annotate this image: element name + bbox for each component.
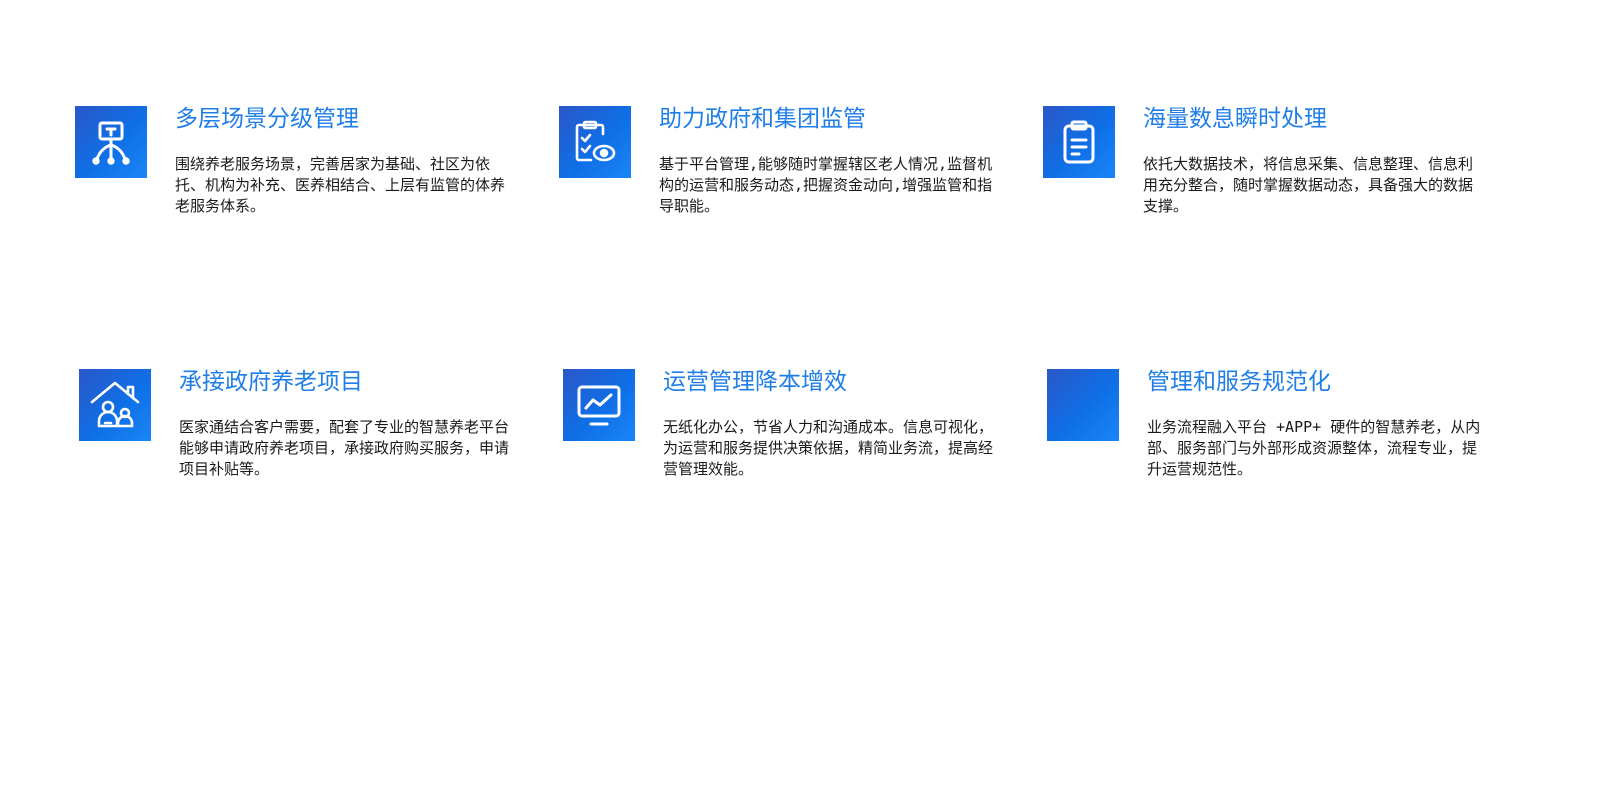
feature-description: 基于平台管理,能够随时掌握辖区老人情况,监督机构的运营和服务动态,把握资金动向,… (659, 155, 993, 215)
feature-title: 管理和服务规范化 (1147, 369, 1331, 395)
feature-icon-box (559, 106, 631, 178)
feature-icon-box (563, 369, 635, 441)
clipboard-check-eye-icon (575, 120, 616, 162)
feature-title: 多层场景分级管理 (175, 106, 359, 132)
feature-card: 承接政府养老项目 医家通结合客户需要，配套了专业的智慧养老平台能够申请政府养老项… (79, 369, 519, 509)
monitor-chart-icon (577, 385, 621, 426)
feature-card: 助力政府和集团监管 基于平台管理,能够随时掌握辖区老人情况,监督机构的运营和服务… (559, 106, 999, 246)
clipboard-icon (1063, 120, 1095, 164)
feature-description: 医家通结合客户需要，配套了专业的智慧养老平台能够申请政府养老项目，承接政府购买服… (179, 418, 510, 478)
feature-card: 海量数息瞬时处理 依托大数据技术，将信息采集、信息整理、信息利用充分整合，随时掌… (1043, 106, 1483, 246)
feature-icon-box (1043, 106, 1115, 178)
feature-card: 运营管理降本增效 无纸化办公，节省人力和沟通成本。信息可视化，为运营和服务提供决… (563, 369, 1003, 509)
home-people-icon (90, 381, 140, 428)
feature-description: 依托大数据技术，将信息采集、信息整理、信息利用充分整合，随时掌握数据动态，具备强… (1143, 155, 1474, 215)
feature-description: 无纸化办公，节省人力和沟通成本。信息可视化，为运营和服务提供决策依据，精简业务流… (663, 418, 994, 478)
feature-icon-box-blank (1047, 369, 1119, 441)
feature-title: 海量数息瞬时处理 (1143, 106, 1327, 132)
feature-description: 业务流程融入平台 +APP+ 硬件的智慧养老，从内部、服务部门与外部形成资源整体… (1147, 418, 1481, 478)
feature-description: 围绕养老服务场景，完善居家为基础、社区为依托、机构为补充、医养相结合、上层有监管… (175, 155, 506, 215)
feature-card: 多层场景分级管理 围绕养老服务场景，完善居家为基础、社区为依托、机构为补充、医养… (75, 106, 515, 246)
feature-title: 运营管理降本增效 (663, 369, 847, 395)
org-chart-icon (92, 121, 130, 165)
feature-icon-box (75, 106, 147, 178)
feature-card: 管理和服务规范化 业务流程融入平台 +APP+ 硬件的智慧养老，从内部、服务部门… (1047, 369, 1487, 509)
feature-title: 承接政府养老项目 (179, 369, 363, 395)
feature-title: 助力政府和集团监管 (659, 106, 866, 132)
feature-icon-box (79, 369, 151, 441)
